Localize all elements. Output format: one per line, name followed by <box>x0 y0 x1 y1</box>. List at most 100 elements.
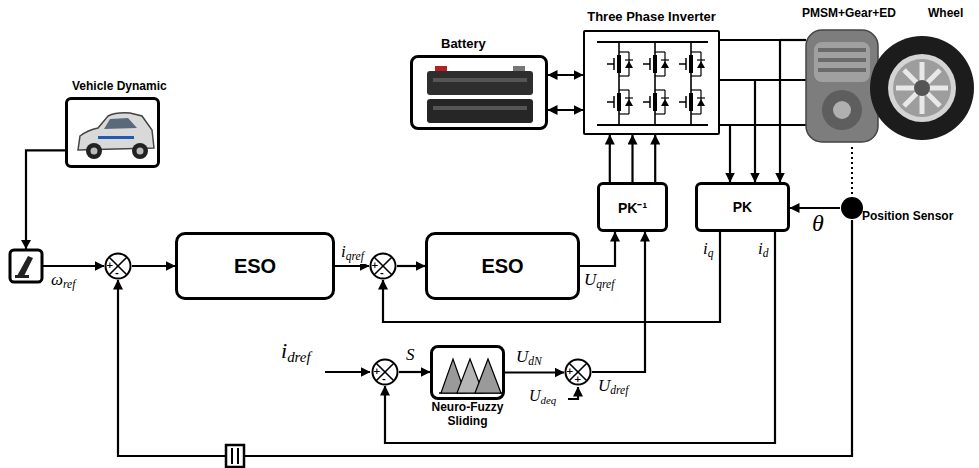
motor-illustration <box>818 48 866 52</box>
subscript: deq <box>541 394 557 406</box>
signal-connector <box>609 135 611 182</box>
sign: + <box>574 374 582 384</box>
battery-drawing <box>413 58 545 127</box>
signal-connector <box>790 207 840 209</box>
filter-symbol <box>226 445 244 467</box>
inverter-drawing <box>649 96 651 108</box>
inverter-drawing <box>697 61 705 68</box>
inverter-drawing <box>689 93 693 111</box>
signal-label: id <box>757 240 770 261</box>
motor-illustration <box>814 42 870 82</box>
signal-label: iqref <box>340 243 365 264</box>
inverter-drawing <box>643 101 650 103</box>
battery-box: Battery <box>410 55 548 130</box>
sum-drawing <box>566 360 591 385</box>
input-arrow <box>568 387 578 399</box>
motor-wire <box>780 39 806 41</box>
wheel-illustration <box>896 62 948 114</box>
inverter-drawing <box>619 51 629 52</box>
signal-label: iq <box>702 240 715 261</box>
signal-connector <box>399 371 430 373</box>
signal-connector <box>385 232 775 443</box>
signal-connector <box>720 40 780 182</box>
subscript: qref <box>596 278 614 291</box>
inverter-drawing <box>625 61 633 68</box>
wheel-illustration <box>888 54 956 122</box>
summing-junction: +- <box>369 252 397 280</box>
subscript: ref <box>63 278 75 291</box>
block-title: PK⁻¹ <box>618 198 647 217</box>
wheel-illustration <box>914 80 930 96</box>
vehicle-box: Vehicle Dynamic <box>65 97 160 168</box>
signal-label: idref <box>280 339 312 366</box>
inverter-drawing <box>613 58 615 70</box>
signal-connector <box>335 265 369 267</box>
subscript: dref <box>610 384 628 397</box>
car-drawing <box>86 143 102 159</box>
sign: + <box>566 366 574 376</box>
signal-label: UdN <box>515 348 543 369</box>
sum-drawing <box>106 254 131 279</box>
motor-illustration <box>806 30 878 142</box>
motor-illustration <box>818 68 866 72</box>
subscript: q <box>708 247 714 260</box>
pedal-symbol <box>10 250 42 282</box>
inverter-drawing <box>685 96 687 108</box>
inverter-drawing <box>691 75 701 76</box>
wheel-illustration <box>904 70 940 106</box>
inverter-drawing <box>607 101 614 103</box>
pedal-symbol <box>21 240 31 249</box>
inverter-drawing <box>618 42 620 125</box>
sign: - <box>380 268 384 278</box>
signal-connector <box>631 135 633 182</box>
wheel-illustration <box>904 70 940 106</box>
inverter-drawing <box>655 75 665 76</box>
block-title: PK <box>733 199 752 215</box>
inverter-box: Three Phase Inverter <box>583 30 720 135</box>
sign: + <box>371 260 379 270</box>
inverter-drawing <box>607 63 614 65</box>
signal-label: Uqref <box>583 271 615 292</box>
inverter-drawing <box>661 59 669 60</box>
subscript: dN <box>528 355 541 368</box>
observer-box: ESO <box>175 232 335 300</box>
battery-drawing <box>433 106 527 110</box>
pedal-symbol <box>17 256 33 278</box>
sign: - <box>382 374 386 384</box>
summing-junction: +- <box>104 252 132 280</box>
pedal-symbol <box>15 275 29 278</box>
inverter-drawing <box>690 42 692 125</box>
signal-connector <box>397 265 425 267</box>
fuzzy-drawing <box>475 359 501 393</box>
part-name: PMSM+Gear+ED <box>802 6 896 20</box>
car-drawing <box>91 148 98 155</box>
signal-connector <box>132 265 175 267</box>
input-arrow <box>325 371 370 373</box>
signal-connector <box>383 232 720 322</box>
signal-connector <box>592 232 645 372</box>
wheel-illustration <box>870 36 974 140</box>
signal-connector <box>580 232 615 266</box>
transform-box: PK⁻¹ <box>597 182 668 232</box>
inverter-drawing <box>691 113 701 114</box>
inverter-drawing <box>691 51 701 52</box>
filter-symbol <box>237 448 239 464</box>
fuzzy-drawing <box>433 348 502 397</box>
signal-connector <box>118 220 852 456</box>
transform-box: PK <box>695 182 790 232</box>
inverter-drawing <box>689 55 693 73</box>
signal-connector <box>505 371 564 373</box>
subscript: qref <box>346 250 364 263</box>
inverter-drawing <box>653 93 657 111</box>
signal-connector <box>654 135 656 182</box>
inverter-drawing <box>661 97 669 98</box>
subscript: dref <box>287 349 311 365</box>
motor-wire <box>730 124 806 126</box>
sum-drawing <box>373 360 398 385</box>
battery-drawing <box>435 66 447 71</box>
inverter-drawing <box>661 99 669 106</box>
inverter-drawing <box>679 101 686 103</box>
inverter-drawing <box>625 59 633 60</box>
inverter-drawing <box>619 89 629 90</box>
dot-drawing <box>840 196 864 220</box>
